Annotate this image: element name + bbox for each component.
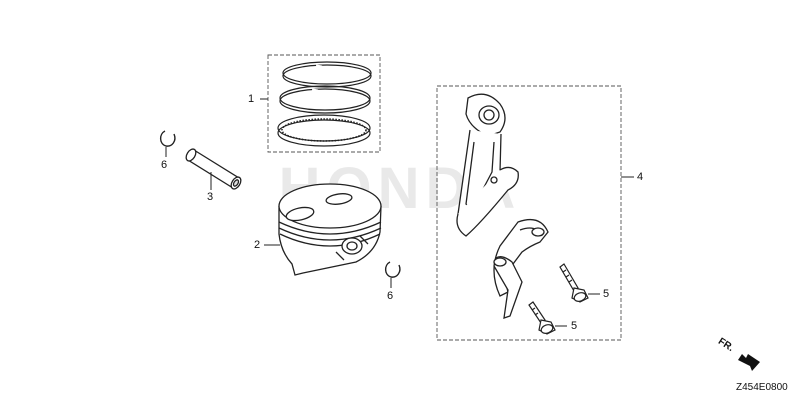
diagram-code: Z454E0800 [736,382,788,393]
front-direction-arrow-icon [738,354,760,371]
callout-3-piston-pin: 3 [207,191,214,203]
piston [278,183,382,276]
callout-4-connecting-rod: 4 [637,171,644,183]
connecting-rod-assembly-box [436,85,622,341]
piston-pin-clip-left [159,130,176,147]
piston-pin [185,148,242,190]
connecting-rod [456,93,519,237]
piston-ring-set [267,54,381,153]
callout-6-clip-right: 6 [387,290,394,302]
callout-1-ring-set: 1 [248,93,255,105]
connecting-rod-bolt-upper [559,263,589,303]
piston-pin-clip-right [384,261,401,278]
callout-5-bolt-upper: 5 [603,288,610,300]
callout-2-piston: 2 [254,239,261,251]
callout-5-bolt-lower: 5 [571,320,578,332]
connecting-rod-bolt-lower [528,301,556,335]
connecting-rod-cap [493,218,549,319]
callout-6-clip-left: 6 [161,159,168,171]
